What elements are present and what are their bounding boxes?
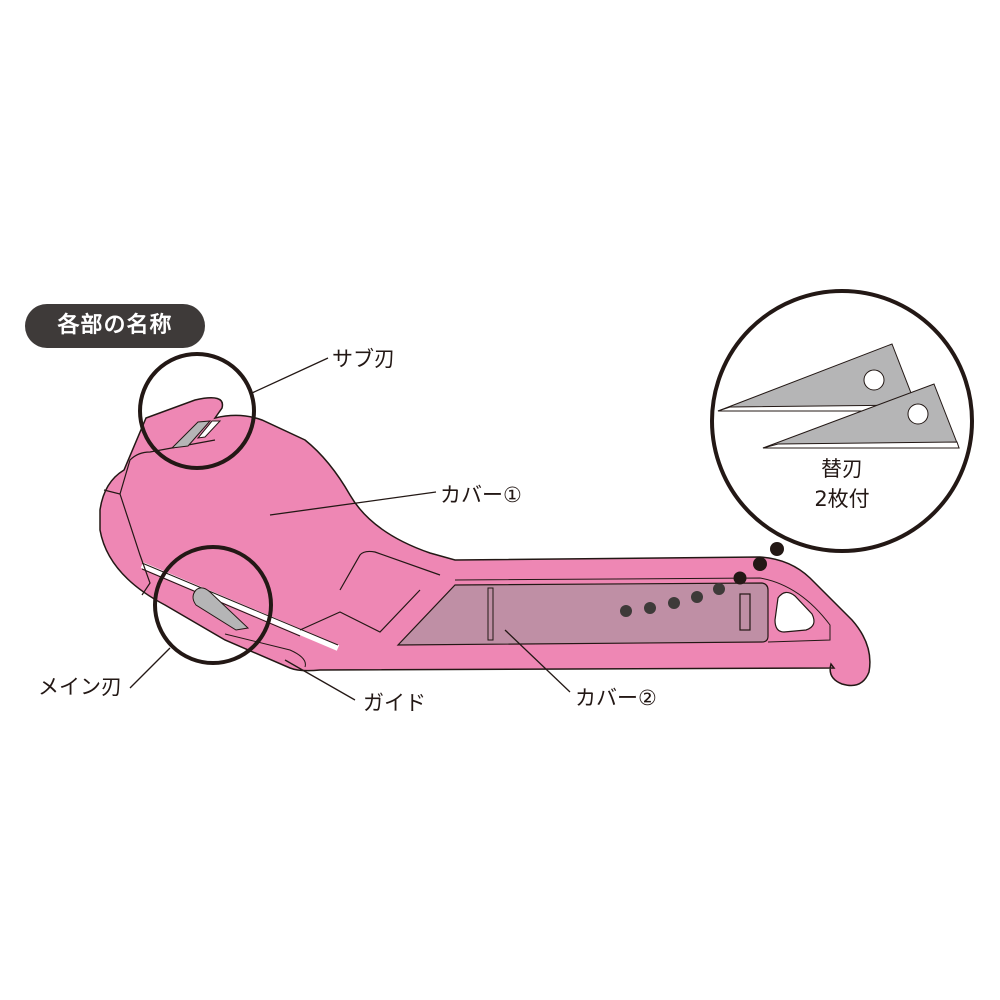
grip-dots — [620, 583, 725, 617]
leader-lines — [129, 357, 571, 701]
cover1-outline — [103, 439, 441, 633]
cover2-slot — [739, 593, 751, 631]
guide — [224, 633, 306, 668]
cover2-rib — [487, 587, 494, 641]
blade-slot — [140, 562, 340, 651]
main-blade — [192, 587, 250, 631]
label-guide: ガイド — [363, 691, 426, 715]
replacement-blade-2 — [762, 383, 960, 449]
sub-blade-callout-circle — [138, 352, 256, 470]
label-sub-blade: サブ刃 — [332, 347, 395, 371]
callout-dots — [733, 542, 784, 585]
sub-blade — [170, 420, 212, 449]
label-cover1: カバー① — [440, 483, 522, 507]
label-main-blade: メイン刃 — [38, 675, 122, 699]
main-blade-callout-circle — [153, 545, 273, 665]
section-title-badge: 各部の名称 — [25, 304, 205, 348]
inset-text-line2: 2枚付 — [814, 487, 869, 511]
label-cover2: カバー② — [575, 686, 657, 710]
hanging-hole — [774, 591, 815, 633]
inset-text-line1: 替刃 — [821, 457, 863, 481]
cover2-panel — [396, 582, 769, 646]
